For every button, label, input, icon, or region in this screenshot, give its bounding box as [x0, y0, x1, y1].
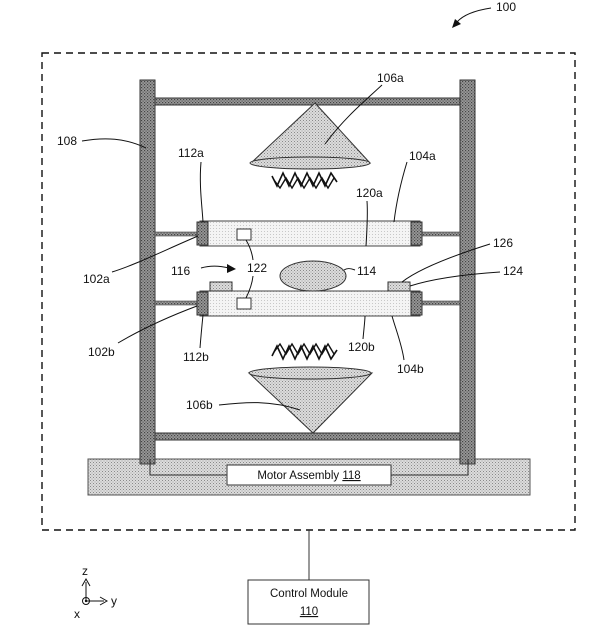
leader-126: [401, 243, 491, 283]
leader-112a: [199, 161, 204, 223]
arrowhead-116: [227, 264, 236, 273]
lower-housing: [199, 290, 421, 317]
leader-100: [456, 7, 492, 23]
rod-lower-right: [419, 300, 461, 306]
leader-114: [343, 268, 356, 271]
sample-object: [279, 260, 347, 292]
leader-104a: [393, 161, 408, 223]
control-module-ref: 110: [300, 606, 318, 618]
label-102b: 102b: [88, 345, 115, 359]
label-104a: 104a: [409, 149, 436, 163]
axis-x-origin: [82, 597, 90, 605]
motor-assembly-box: [226, 464, 392, 486]
frame-top-bar: [154, 97, 461, 106]
leader-120a: [365, 200, 368, 247]
axis-x-label: x: [74, 607, 80, 621]
label-114: 114: [357, 264, 376, 278]
label-126: 126: [493, 236, 513, 250]
arrowhead-100: [452, 19, 461, 28]
label-112b: 112b: [183, 350, 209, 364]
label-104b: 104b: [397, 362, 424, 376]
leader-112b: [199, 314, 204, 349]
upper-endcap-right: [410, 221, 423, 246]
leader-106b: [218, 402, 301, 411]
rod-lower-left: [154, 300, 198, 306]
leader-120b: [362, 315, 366, 340]
motor-assembly-ref: 118: [342, 470, 360, 482]
leader-106a: [324, 84, 383, 145]
control-module-label: Control Module: [270, 588, 348, 600]
label-120a: 120a: [356, 186, 383, 200]
upper-source-cone: [249, 102, 372, 164]
label-124: 124: [503, 264, 523, 278]
lower-endcap-left: [196, 291, 209, 316]
upper-sensor: [236, 228, 252, 241]
lower-pad-left: [209, 281, 233, 292]
leader-116: [200, 265, 230, 269]
axis-z-label: z: [82, 564, 88, 578]
lower-endcap-right: [410, 291, 423, 316]
label-108: 108: [57, 134, 77, 148]
control-module-box: [247, 579, 370, 625]
leader-122b: [245, 275, 254, 299]
lower-pad-right: [387, 281, 411, 292]
leader-124: [409, 271, 501, 287]
axis-y-label: y: [111, 594, 117, 608]
label-120b: 120b: [348, 340, 375, 354]
leader-102b: [117, 305, 198, 344]
lower-emission-zigzag-2: [273, 342, 335, 356]
label-122: 122: [247, 261, 267, 275]
motor-assembly-label: Motor Assembly 118: [257, 470, 360, 482]
upper-endcap-left: [196, 221, 209, 246]
label-100: 100: [496, 0, 516, 14]
leader-104b: [391, 315, 405, 361]
label-106b: 106b: [186, 398, 213, 412]
leader-102a: [111, 235, 199, 273]
leader-108: [81, 138, 147, 149]
rod-upper-left: [154, 231, 198, 237]
lower-cone-rim: [248, 366, 372, 380]
lower-sensor: [236, 297, 252, 310]
leader-122a: [245, 239, 254, 261]
upper-emission-zigzag-2: [273, 176, 335, 190]
rod-upper-right: [419, 231, 461, 237]
label-106a: 106a: [377, 71, 404, 85]
axis-z-arrow: [81, 577, 91, 587]
label-116: 116: [171, 264, 190, 278]
upper-cone-rim: [249, 156, 371, 170]
frame-bottom-bar: [154, 432, 461, 441]
frame-column-right: [459, 79, 476, 465]
axis-x-dot: [84, 599, 88, 603]
frame-column-left: [139, 79, 156, 465]
label-102a: 102a: [83, 272, 110, 286]
upper-housing: [199, 220, 421, 247]
motor-connector: [149, 459, 469, 476]
label-112a: 112a: [178, 146, 204, 160]
axis-y-arrow: [99, 596, 109, 606]
